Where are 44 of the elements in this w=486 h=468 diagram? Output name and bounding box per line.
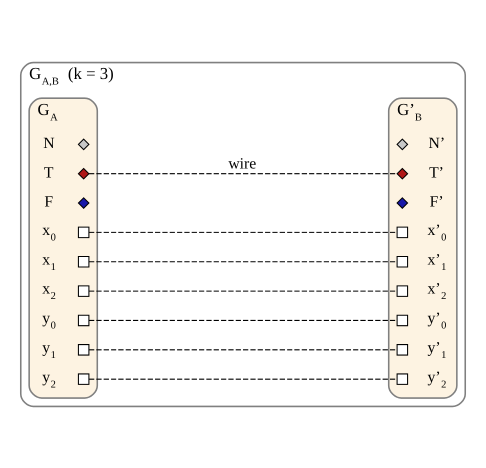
node-label: T	[44, 164, 54, 181]
edge-label: wire	[228, 154, 256, 172]
node-label: y$_{2}$	[42, 368, 56, 390]
node-box	[78, 255, 90, 268]
connector	[89, 260, 397, 262]
node-label: x$_{0}$	[42, 222, 56, 244]
node-diamond	[78, 167, 90, 180]
node-box	[396, 344, 408, 356]
node-label: y$_{0}$	[42, 310, 56, 332]
connector	[89, 290, 397, 292]
connector	[89, 172, 397, 174]
node-diamond	[396, 167, 408, 180]
node-box	[78, 344, 90, 356]
node-diamond	[396, 138, 408, 150]
node-label: y’$_{1}$	[428, 338, 446, 360]
node-label: x’$_{2}$	[428, 280, 446, 302]
node-box	[396, 226, 408, 238]
node-label: F’	[430, 193, 444, 210]
node-box	[78, 314, 90, 326]
connector	[89, 378, 397, 380]
node-label: x’$_{1}$	[428, 250, 446, 272]
node-box	[396, 314, 408, 326]
node-box	[396, 284, 408, 296]
node-label: x$_{1}$	[42, 250, 56, 272]
node-label: y’$_{0}$	[428, 310, 446, 332]
node-label: x$_{2}$	[42, 280, 56, 302]
node-label: N	[43, 134, 55, 152]
connector	[89, 231, 397, 232]
node-label: y’$_{2}$	[428, 368, 446, 390]
node-label: T’	[429, 164, 444, 181]
node-box	[78, 372, 90, 384]
connector	[89, 319, 397, 320]
node-label: N’	[428, 134, 446, 152]
node-box	[396, 255, 408, 268]
node-diamond	[78, 138, 90, 150]
node-label: y$_{1}$	[42, 338, 56, 360]
node-label: F	[44, 193, 54, 210]
node-label: x’$_{0}$	[428, 222, 446, 244]
node-box	[78, 226, 90, 238]
node-box	[396, 372, 408, 384]
node-diamond	[78, 196, 90, 209]
node-diamond	[396, 196, 408, 209]
node-box	[78, 284, 90, 296]
connector	[89, 348, 397, 350]
